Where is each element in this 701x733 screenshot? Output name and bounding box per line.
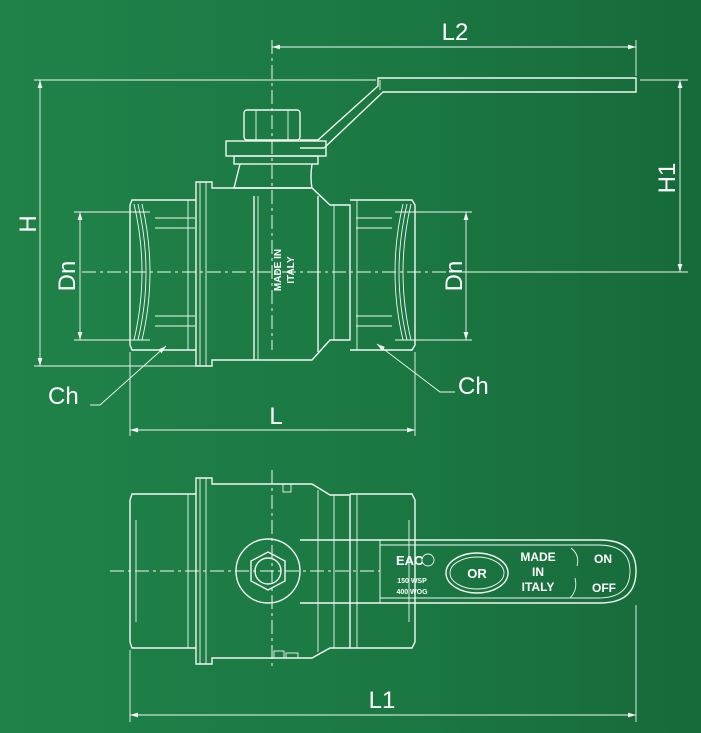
- dimension-L1: L1: [129, 605, 637, 722]
- rating-150-wsp: 150 WSP: [397, 578, 427, 585]
- made-text: MADE: [520, 550, 555, 564]
- dim-label-H1: H1: [654, 163, 681, 194]
- dim-label-Dn-left: Dn: [54, 261, 81, 292]
- valve-body-top: [129, 477, 416, 665]
- logo-oval: [445, 552, 509, 594]
- in-text: IN: [532, 565, 544, 579]
- dim-label-L2: L2: [442, 19, 469, 46]
- dimension-H1: H1: [470, 79, 688, 273]
- dim-label-Dn-right: Dn: [441, 261, 468, 292]
- dim-label-Ch-left: Ch: [48, 383, 79, 410]
- callout-Ch-right: Ch: [376, 343, 489, 400]
- on-label: ON: [594, 552, 612, 566]
- dimension-L: L: [129, 352, 416, 436]
- valve-body: MADE IN ITALY: [129, 181, 416, 367]
- lever-handle-top: [300, 539, 637, 604]
- dim-label-H: H: [15, 215, 42, 232]
- dim-label-L: L: [269, 403, 282, 430]
- body-marking-line1: MADE IN: [273, 249, 284, 291]
- body-marking-line2: ITALY: [286, 256, 297, 284]
- certification-icon: [421, 553, 435, 567]
- dim-label-Ch-right: Ch: [458, 373, 489, 400]
- dimension-Dn-left: Dn: [54, 211, 150, 341]
- stem-nut: [225, 109, 327, 189]
- logo-text: OR: [467, 566, 487, 581]
- dim-label-L1: L1: [369, 687, 396, 714]
- rating-400-wog: 400 WOG: [396, 589, 428, 596]
- top-view: EAC 150 WSP 400 WOG OR MADE IN ITALY ON …: [110, 470, 637, 722]
- stem-nut-top: [235, 538, 301, 604]
- rotation-arrow-icon: [569, 547, 579, 599]
- dimension-H: H: [15, 79, 376, 367]
- lever-handle: [300, 77, 637, 149]
- handle-markings: EAC 150 WSP 400 WOG OR MADE IN ITALY ON …: [396, 547, 616, 599]
- dimension-Dn-right: Dn: [395, 211, 472, 341]
- italy-text: ITALY: [522, 580, 555, 594]
- eac-mark: EAC: [396, 553, 424, 568]
- side-view: MADE IN ITALY L2 H H1 Dn: [15, 19, 688, 436]
- off-label: OFF: [592, 581, 616, 595]
- dimension-L2: L2: [272, 19, 637, 76]
- callout-Ch-left: Ch: [48, 345, 167, 410]
